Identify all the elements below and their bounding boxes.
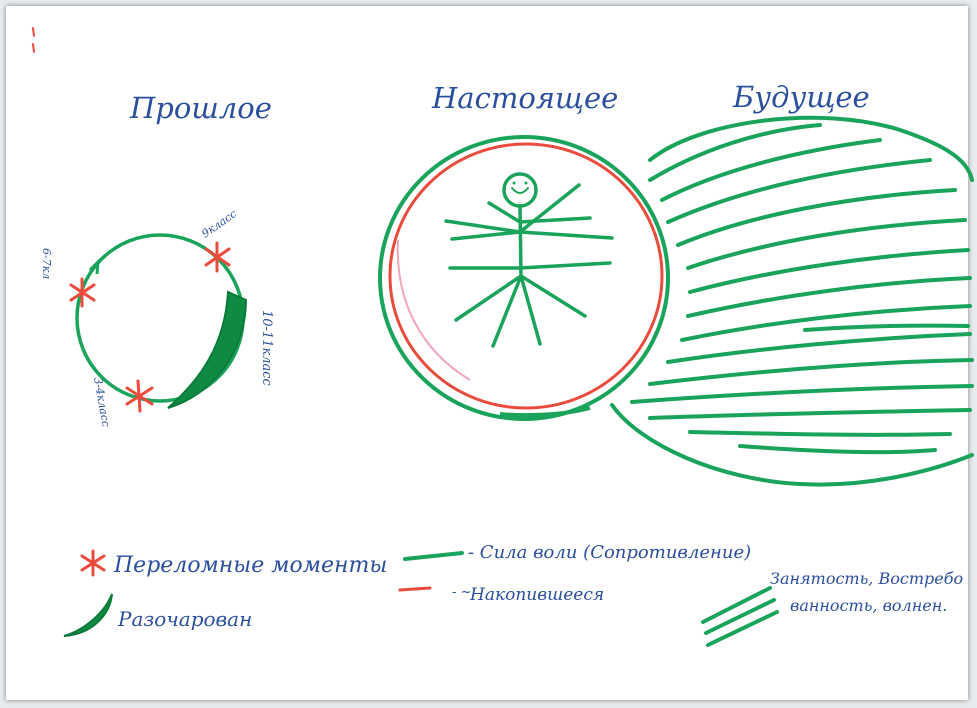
legend-red-line (400, 588, 430, 590)
label-6-7-class: 6-7кл (40, 248, 53, 279)
legend-hatch-icon (703, 588, 777, 645)
green-crescent-icon (168, 292, 246, 408)
legend-red-line-label: Накопившееся (469, 585, 604, 605)
label-9-class: 9класс (199, 207, 239, 240)
legend-hatch-label-2: ванность, волнен. (790, 596, 947, 615)
legend-green-line (405, 553, 462, 559)
legend-turning-points-label: Переломные моменты (113, 553, 387, 578)
legend-asterisk-icon (82, 551, 104, 575)
title-future: Будущее (732, 80, 870, 114)
legend-red-line-dash: - ~ (452, 585, 471, 600)
corner-mark (33, 28, 34, 52)
smiling-stick-figure-icon (446, 174, 612, 346)
title-past: Прошлое (129, 91, 272, 125)
label-10-11-class: 10-11класс (259, 310, 274, 387)
legend-green-line-label: - Сила воли (Сопротивление) (468, 542, 751, 563)
legend-crescent-icon (64, 594, 112, 636)
legend-hatch-label-1: Занятость, Востребо (770, 569, 963, 588)
red-asterisk-icon (71, 279, 94, 306)
legend-disappointment-label: Разочарован (117, 607, 252, 631)
legend: Переломные моменты Разочарован - Сила во… (64, 542, 963, 645)
title-present: Настоящее (431, 81, 618, 115)
